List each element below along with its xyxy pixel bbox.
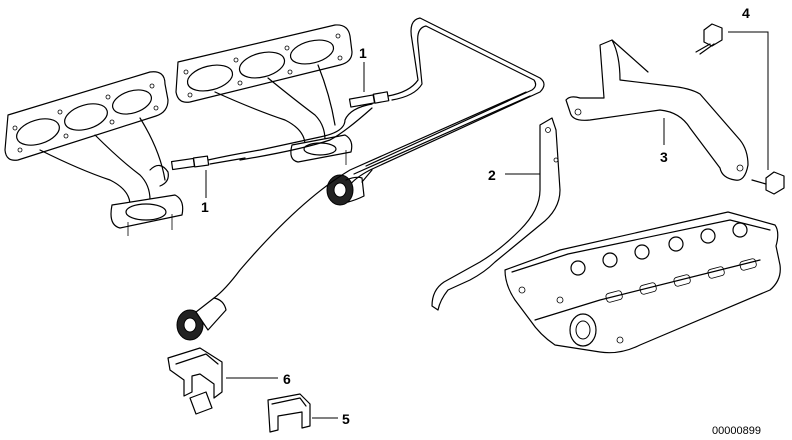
clip-5 xyxy=(267,393,311,433)
callout-4: 4 xyxy=(742,5,750,21)
cylinder-head-cover xyxy=(504,211,781,354)
oxygen-sensor-lower xyxy=(170,103,373,171)
callout-6: 6 xyxy=(283,371,291,387)
callout-2: 2 xyxy=(488,167,496,183)
leader-4 xyxy=(728,31,769,170)
oxygen-sensor-upper xyxy=(348,17,545,186)
diagram-id-label: 00000899 xyxy=(712,425,761,437)
connector-plug-mid xyxy=(326,169,373,206)
sensor-harness-long xyxy=(176,91,531,341)
exhaust-manifold-rear xyxy=(175,24,353,165)
callout-3: 3 xyxy=(660,149,668,165)
support-bracket-2 xyxy=(431,117,561,311)
callout-5: 5 xyxy=(342,411,350,427)
support-bracket-3 xyxy=(565,39,749,181)
callout-1-bottom: 1 xyxy=(201,199,209,215)
callout-1-top: 1 xyxy=(359,45,367,61)
exhaust-manifold-front xyxy=(4,71,184,236)
bolt-4-upper xyxy=(695,23,723,55)
clip-6 xyxy=(167,347,223,415)
bolt-4-lower xyxy=(751,171,785,195)
